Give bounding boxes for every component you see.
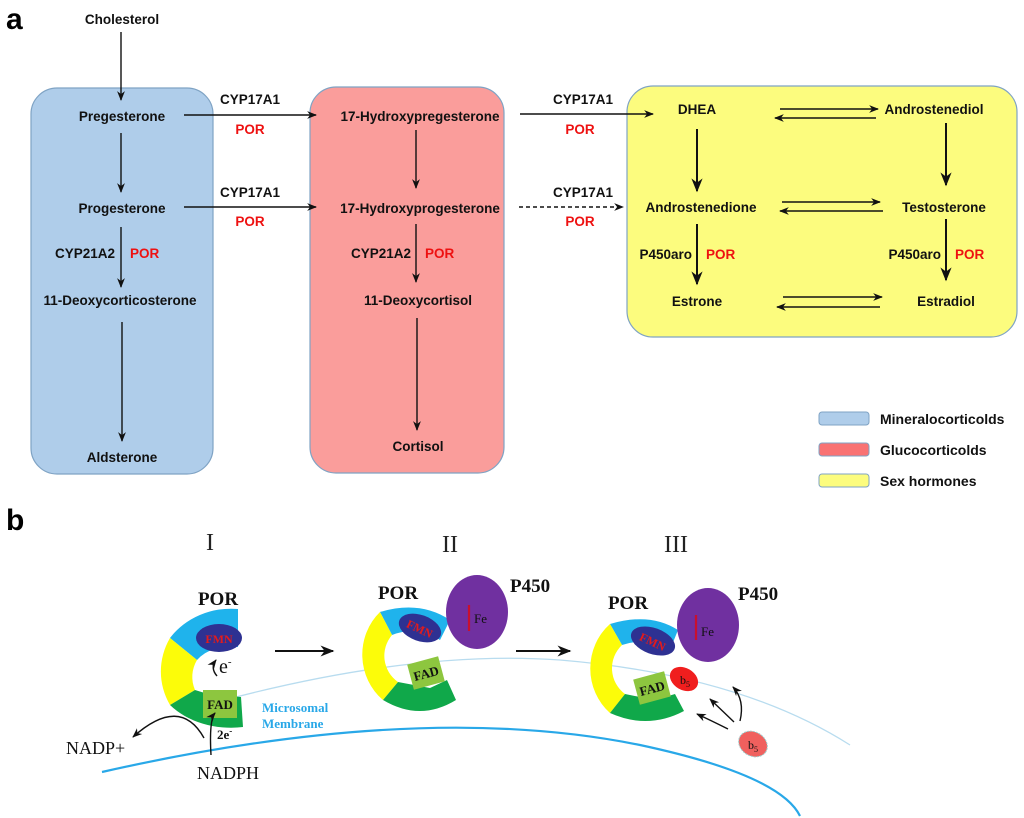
p450-label-iii: P450 [738,584,778,605]
legend-label-glucocorticoids: Glucocorticolds [880,442,987,458]
panel-a-label: a [6,3,23,36]
fe-label-ii: Fe [474,611,487,626]
membrane-inner-curve [235,657,851,746]
connecting-domain-iii [590,624,625,713]
membrane-label-line1: Microsomal [262,700,329,715]
fmn-label-i: FMN [205,632,233,646]
reversible-dhea-androstenediol [774,105,879,122]
node-pregesterone: Pregesterone [79,109,166,124]
b5-label-free: b5 [748,738,758,754]
fad-label-i: FAD [207,697,233,712]
enzyme-cyp17a1-1: CYP17A1 [220,92,281,107]
p450-enzyme-ii [446,575,508,649]
enzyme-cyp17a1-4: CYP17A1 [553,185,614,200]
node-estrone: Estrone [672,294,723,309]
electron-transfer-arrow [207,659,218,677]
enzyme-cyp21a2-mineralo: CYP21A2 [55,246,115,261]
cytochrome-b5-free [738,730,768,758]
enzyme-por-4: POR [565,214,595,229]
node-androstenedione: Androstenedione [645,200,756,215]
b5-label-bound: b5 [680,673,690,689]
b5-arrow-left [696,713,729,730]
legend-swatch-sex-hormones [818,473,870,488]
por-label-ii: POR [378,583,418,604]
nadph-to-fad-arrow [206,712,216,756]
fad-domain-iii [610,694,684,722]
node-17-hydroxypregesterone: 17-Hydroxypregesterone [340,109,500,124]
node-cholesterol: Cholesterol [85,12,159,27]
enzyme-por-gluco: POR [425,246,455,261]
fmn-cofactor-iii [630,626,676,656]
fad-label-iii: FAD [638,678,667,699]
panel-b-label: b [6,504,24,537]
two-electron-label: 2e- [217,726,232,742]
enzyme-cyp21a2-gluco: CYP21A2 [351,246,411,261]
node-cortisol: Cortisol [392,439,443,454]
por-p450-b5-complex-stage-iii: POR FMN FAD Fe P450 b5 b5 [590,584,778,758]
membrane-outer-curve [101,726,801,817]
reversible-estrone-estradiol [776,293,883,311]
b5-arrow-middle [709,698,735,723]
node-11-deoxycorticosterone: 11-Deoxycorticosterone [43,293,197,308]
glucocorticoids-box [309,86,505,474]
fad-label-ii: FAD [412,663,441,684]
node-17-hydroxyprogesterone: 17-Hydroxyprogesterone [340,201,500,216]
fad-cofactor-ii [407,656,445,690]
enzyme-por-3: POR [565,122,595,137]
node-estradiol: Estradiol [917,294,975,309]
enzyme-por-mineralo: POR [130,246,160,261]
b5-arrow-right [732,686,743,722]
nadp-release-arrow [132,715,205,739]
node-aldosterone: Aldsterone [87,450,158,465]
node-progesterone: Progesterone [78,201,166,216]
node-dhea: DHEA [678,102,717,117]
connecting-domain-i [160,638,197,705]
fmn-cofactor-i [196,624,242,652]
fad-domain-ii [383,680,456,711]
stage-ii-label: II [442,532,458,558]
nadph-reaction: 2e- NADP+ NADPH [66,712,259,783]
fmn-cofactor-ii [398,613,442,643]
enzyme-por-2: POR [235,214,265,229]
node-androstenediol: Androstenediol [884,102,983,117]
reversible-androstenedione-testosterone [779,198,883,215]
por-p450-complex-stage-ii: POR FMN FAD Fe P450 [362,575,550,711]
enzyme-p450aro-1: P450aro [639,247,692,262]
legend-label-sex-hormones: Sex hormones [880,473,977,489]
enzyme-cyp17a1-3: CYP17A1 [553,92,614,107]
node-testosterone: Testosterone [902,200,986,215]
node-11-deoxycortisol: 11-Deoxycortisol [364,293,472,308]
legend: Mineralocorticolds Glucocorticolds Sex h… [818,411,1005,489]
electron-label: e- [219,656,232,678]
stage-iii-label: III [664,532,688,558]
nadph-label: NADPH [197,763,259,783]
p450-label-ii: P450 [510,576,550,597]
por-label-i: POR [198,589,238,610]
nadp-plus-label: NADP+ [66,738,125,758]
cytochrome-b5-bound [669,666,699,692]
membrane-label-line2: Membrane [262,716,324,731]
enzyme-por-1: POR [235,122,265,137]
enzyme-p450aro-2: P450aro [888,247,941,262]
legend-swatch-glucocorticoids [818,442,870,457]
legend-swatch-mineralocorticoids [818,411,870,426]
fe-label-iii: Fe [701,624,714,639]
legend-label-mineralocorticoids: Mineralocorticolds [880,411,1005,427]
p450-enzyme-iii [677,588,739,662]
por-complex-stage-i: POR FMN FAD e- [160,589,243,728]
stage-i-label: I [206,530,214,556]
connecting-domain-ii [362,612,398,700]
por-label-iii: POR [608,593,648,614]
fad-cofactor-iii [633,671,671,705]
enzyme-por-5: POR [706,247,736,262]
enzyme-por-6: POR [955,247,985,262]
enzyme-cyp17a1-2: CYP17A1 [220,185,281,200]
